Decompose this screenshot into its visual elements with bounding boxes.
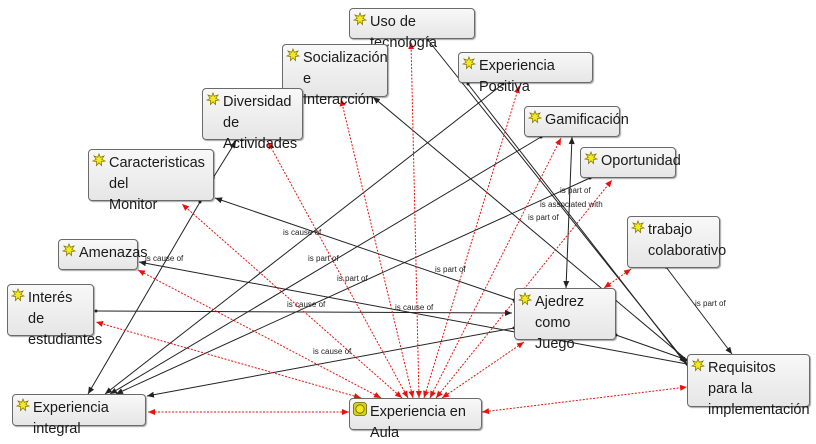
node-requisitos-para-la-implementacion[interactable]: Requisitos para la implementación xyxy=(687,354,810,418)
edge-label: is part of xyxy=(308,254,339,263)
edge-monitor-integral[interactable] xyxy=(87,200,202,395)
code-icon xyxy=(62,243,76,257)
edge-ajedrez-requisitos[interactable] xyxy=(614,333,688,361)
node-interes-de-estudiantes[interactable]: Interés de estudiantes xyxy=(7,284,102,348)
code-icon xyxy=(16,398,30,412)
edge-label: is part of xyxy=(435,265,466,274)
node-uso-de-tecnologia[interactable]: Uso de tecnología xyxy=(349,8,475,51)
node-label: Gamificación xyxy=(545,112,629,128)
edge-aula-interes[interactable] xyxy=(95,321,362,399)
code-icon xyxy=(691,358,705,372)
node-label: trabajo colaborativo xyxy=(648,222,727,259)
node-amenazas[interactable]: Amenazas xyxy=(58,239,148,270)
edge-aula-positiva[interactable] xyxy=(423,85,520,399)
code-icon xyxy=(286,48,300,62)
node-label: Requisitos para la implementación xyxy=(708,360,810,418)
node-experiencia-positiva[interactable]: Experiencia Positiva xyxy=(458,52,593,95)
code-icon xyxy=(92,153,106,167)
node-oportunidad[interactable]: Oportunidad xyxy=(580,147,681,178)
edge-ajedrez-integral[interactable] xyxy=(146,326,516,398)
node-label: Interés de estudiantes xyxy=(28,290,103,348)
edge-aula-uso[interactable] xyxy=(408,41,422,399)
node-socializacion-e-interaccion[interactable]: Socialización e Interacción xyxy=(282,44,388,108)
node-experiencia-integral[interactable]: Experiencia integral xyxy=(12,394,146,437)
code-icon xyxy=(353,12,367,26)
edge-label: is part of xyxy=(695,299,726,308)
edge-positiva-integral[interactable] xyxy=(104,82,505,395)
code-icon xyxy=(631,220,645,234)
node-label: Experiencia integral xyxy=(33,400,109,437)
code-icon xyxy=(462,56,476,70)
node-label: Ajedrez como Juego xyxy=(535,294,585,352)
node-label: Oportunidad xyxy=(601,153,681,169)
code-icon xyxy=(11,288,25,302)
code-icon xyxy=(518,292,532,306)
edge-label: is part of xyxy=(528,213,559,222)
edge-label: is associated with xyxy=(540,200,603,209)
node-gamificacion[interactable]: Gamificación xyxy=(524,106,629,137)
node-diversidad-de-actividades[interactable]: Diversidad de Actividades xyxy=(202,88,303,152)
node-label: Experiencia en Aula xyxy=(370,404,466,441)
node-label: Socialización e Interacción xyxy=(303,50,388,108)
edge-label: is part of xyxy=(560,186,591,195)
node-label: Experiencia Positiva xyxy=(479,58,555,95)
edge-aula-diversidad[interactable] xyxy=(267,141,409,399)
edge-aula-social[interactable] xyxy=(339,98,415,399)
edge-label: is part of xyxy=(337,274,368,283)
code-icon xyxy=(584,151,598,165)
edge-aula-amenazas[interactable] xyxy=(137,269,382,399)
edge-label: is cause of xyxy=(145,254,184,263)
edge-trabajo-requisitos[interactable] xyxy=(664,265,733,355)
node-label: Amenazas xyxy=(79,245,148,261)
code-icon xyxy=(206,92,220,106)
node-caracteristicas-del-monitor[interactable]: Caracteristicas del Monitor xyxy=(88,149,214,213)
node-trabajo-colaborativo[interactable]: trabajo colaborativo xyxy=(627,216,727,268)
node-label: Diversidad de Actividades xyxy=(223,94,298,152)
edge-aula-requisitos[interactable] xyxy=(481,384,688,415)
edge-label: is cause of xyxy=(287,300,326,309)
edge-label: is cause of xyxy=(395,303,434,312)
edge-label: is cause of xyxy=(313,347,352,356)
edge-gamif-ajedrez[interactable] xyxy=(563,136,575,289)
node-ajedrez-como-juego[interactable]: Ajedrez como Juego xyxy=(514,288,616,352)
node-experiencia-en-aula[interactable]: Experiencia en Aula xyxy=(349,398,482,441)
code-icon xyxy=(528,110,542,124)
code-group-icon xyxy=(353,402,367,416)
edge-aula-ajedrez[interactable] xyxy=(441,341,525,399)
node-label: Caracteristicas del Monitor xyxy=(109,155,205,213)
edge-ajedrez-trabajo[interactable] xyxy=(603,268,632,289)
edge-label: is cause of xyxy=(283,228,322,237)
